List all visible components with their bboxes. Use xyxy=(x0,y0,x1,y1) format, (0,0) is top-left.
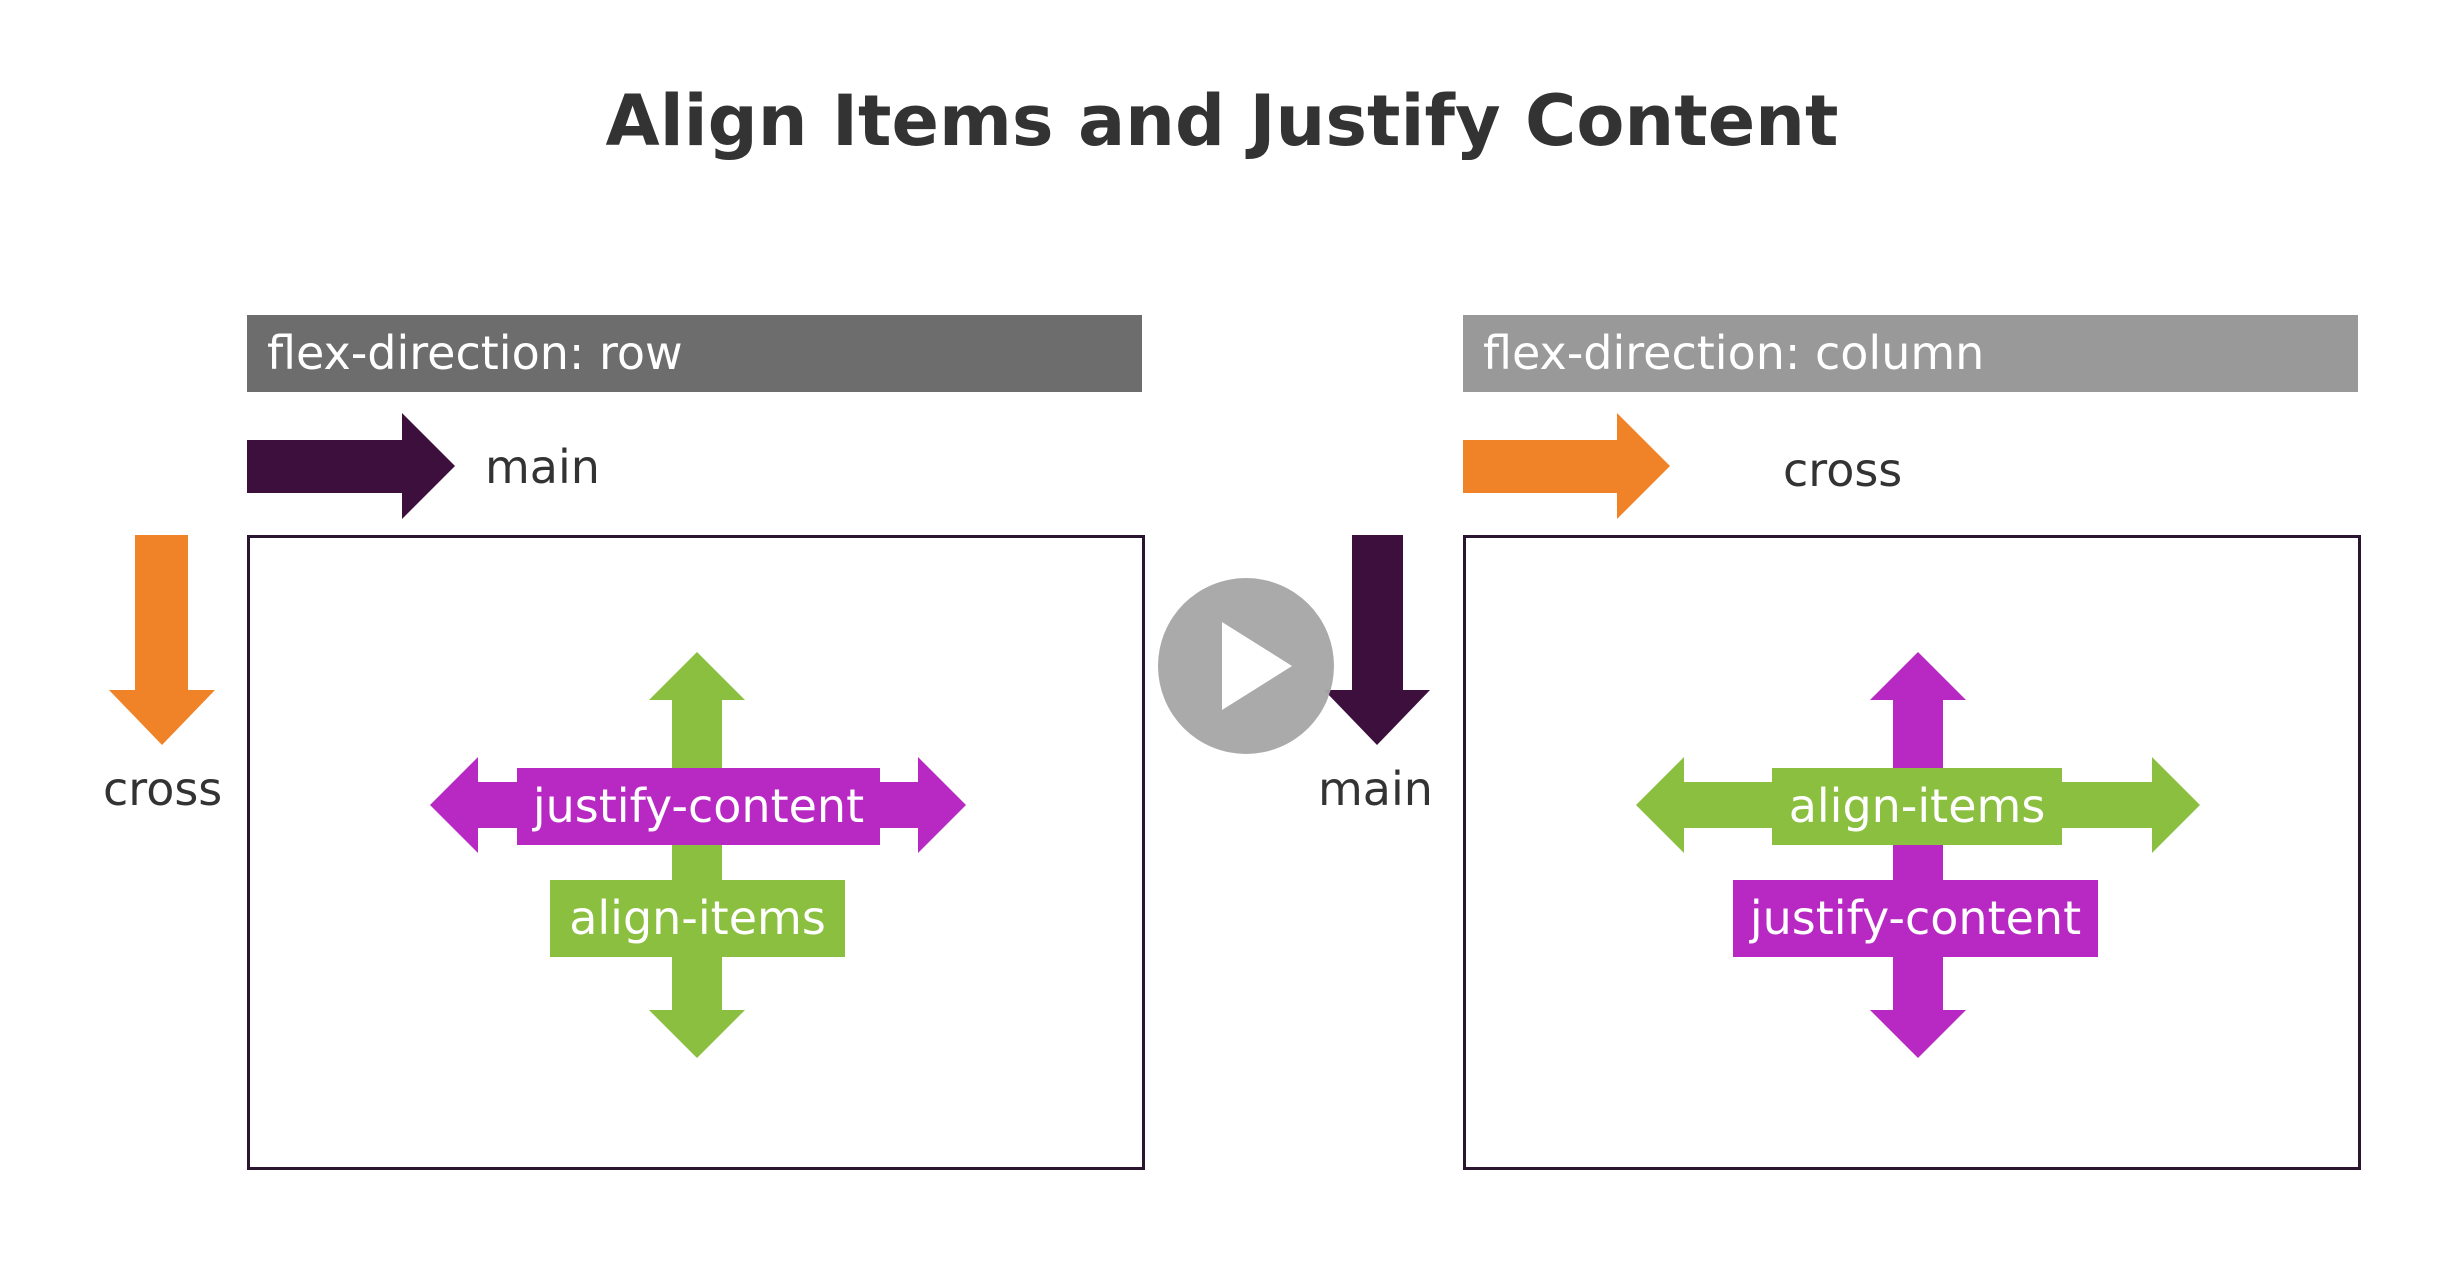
left-cross-axis-label: cross xyxy=(103,762,223,816)
main-axis-arrow-left xyxy=(247,413,455,519)
cross-axis-arrow-left xyxy=(109,535,215,745)
main-axis-arrow-right xyxy=(1324,535,1430,745)
right-main-axis-label: main xyxy=(1318,762,1433,816)
right-panel-header: flex-direction: column xyxy=(1463,315,2358,392)
play-button[interactable] xyxy=(1158,578,1334,754)
align-items-vertical-arrow-left xyxy=(649,652,745,1058)
left-panel-header: flex-direction: row xyxy=(247,315,1142,392)
play-icon xyxy=(1222,622,1292,710)
left-main-axis-label: main xyxy=(485,440,600,494)
justify-content-tag-right: justify-content xyxy=(1733,880,2098,957)
align-items-tag-left: align-items xyxy=(550,880,845,957)
page-title: Align Items and Justify Content xyxy=(605,80,1839,162)
cross-axis-arrow-right xyxy=(1463,413,1670,519)
justify-content-tag-left: justify-content xyxy=(517,768,880,845)
right-cross-axis-label: cross xyxy=(1783,443,1903,497)
align-items-tag-right: align-items xyxy=(1772,768,2062,845)
justify-content-vertical-arrow-right xyxy=(1870,652,1966,1058)
